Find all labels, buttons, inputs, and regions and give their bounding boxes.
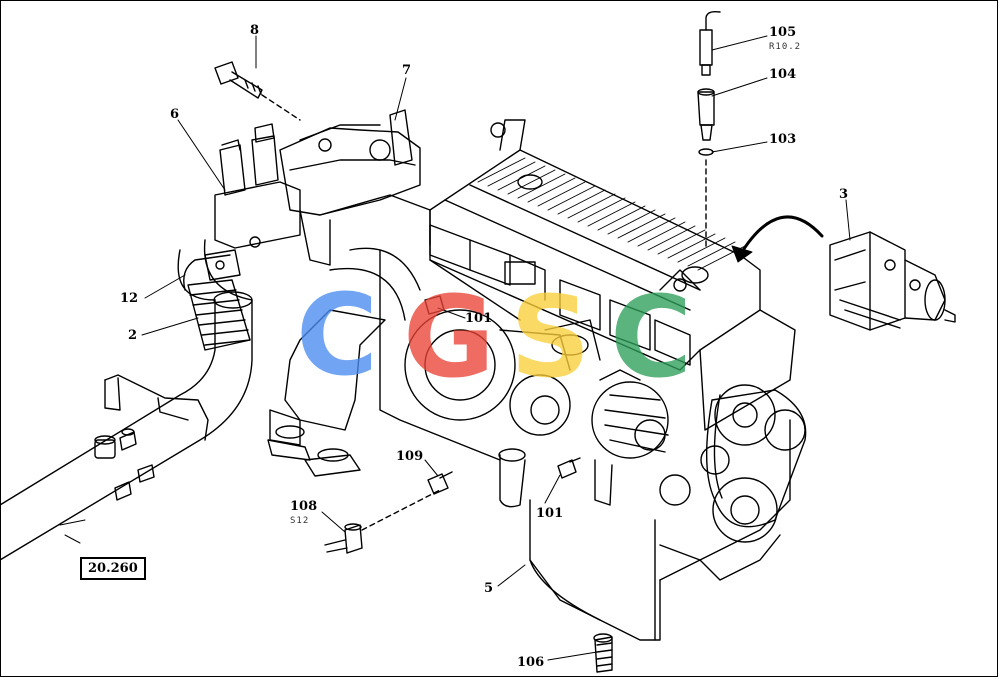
watermark-letter-c1: C bbox=[296, 271, 379, 401]
filler-cap-a bbox=[517, 174, 543, 190]
callout-109: 109 bbox=[396, 449, 424, 464]
exhaust-pipe bbox=[0, 239, 253, 561]
turbocharger bbox=[329, 247, 601, 436]
drain-plug-106 bbox=[593, 633, 613, 673]
bellows bbox=[183, 254, 251, 351]
callout-104: 104 bbox=[769, 67, 797, 82]
callout-105-ref: R10.2 bbox=[769, 42, 802, 52]
callout-5: 5 bbox=[484, 581, 494, 596]
callout-3: 3 bbox=[839, 187, 849, 202]
callout-106: 106 bbox=[517, 655, 545, 670]
section-reference-box[interactable]: 20.260 bbox=[80, 557, 146, 580]
bolt-8 bbox=[214, 61, 263, 99]
filler-cap-b bbox=[681, 266, 709, 284]
sensor-109 bbox=[427, 471, 453, 495]
injector-boxes bbox=[429, 224, 691, 366]
callout-108-ref: S12 bbox=[290, 516, 310, 526]
callout-2: 2 bbox=[128, 328, 138, 343]
intake-heater-assembly bbox=[204, 109, 431, 281]
valve-cover-ribs bbox=[477, 157, 746, 271]
belt-drive bbox=[659, 384, 807, 543]
callout-101-upper: 101 bbox=[465, 311, 493, 326]
callout-7: 7 bbox=[402, 63, 412, 78]
watermark-letter-g: G bbox=[403, 273, 495, 403]
callout-8: 8 bbox=[250, 23, 260, 38]
callout-103: 103 bbox=[769, 132, 797, 147]
callout-101-lower: 101 bbox=[536, 506, 564, 521]
hydraulic-pump bbox=[829, 231, 956, 331]
alternator bbox=[591, 369, 669, 506]
leader-lines bbox=[59, 35, 851, 661]
callout-12: 12 bbox=[120, 291, 139, 306]
engine-mount-left bbox=[267, 309, 386, 477]
callout-6: 6 bbox=[170, 107, 180, 122]
pipe-sensors bbox=[94, 428, 155, 501]
sensor-108 bbox=[324, 523, 363, 554]
callout-105: 105 bbox=[769, 25, 797, 40]
callout-108: 108 bbox=[290, 499, 318, 514]
glow-plug-stack bbox=[697, 10, 721, 156]
watermark-letter-c2: C bbox=[610, 273, 693, 403]
watermark-letter-s: S bbox=[510, 273, 591, 403]
